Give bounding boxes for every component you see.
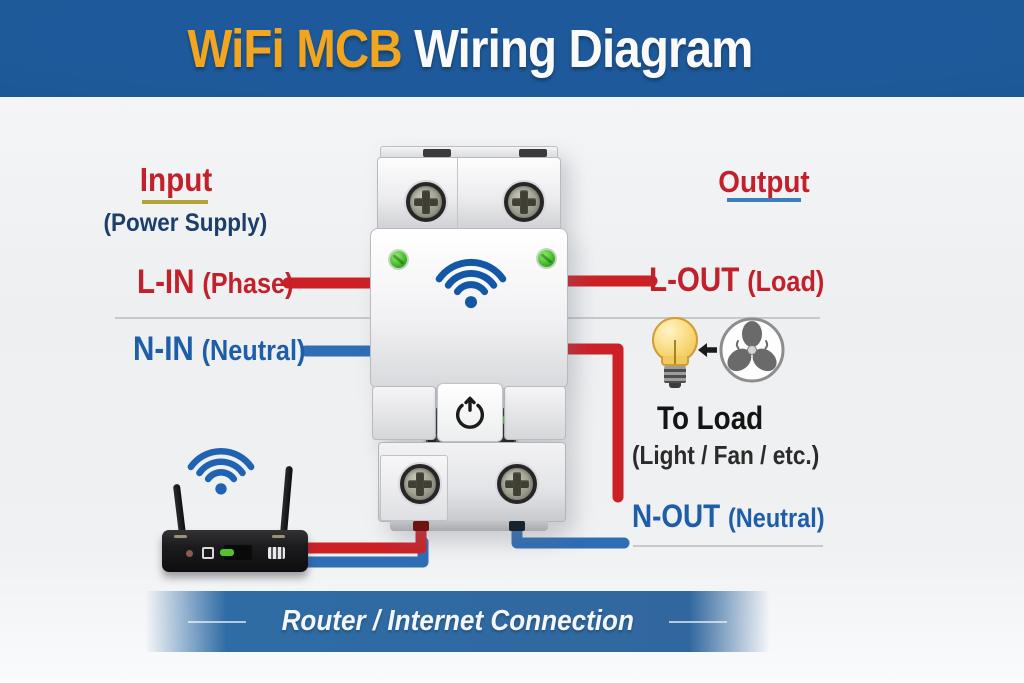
l-out-label-row: L-OUT(Load) bbox=[649, 261, 825, 299]
power-switch bbox=[437, 383, 503, 442]
device-output-terminal-block bbox=[378, 442, 566, 522]
router-body bbox=[162, 530, 308, 572]
l-out-label: L-OUT bbox=[649, 261, 740, 299]
n-out-sublabel: (Neutral) bbox=[727, 503, 825, 533]
router bbox=[160, 438, 312, 580]
device-wifi-icon bbox=[435, 258, 507, 309]
router-top-led-right bbox=[272, 535, 285, 538]
n-out-label-row: N-OUT(Neutral) bbox=[632, 498, 825, 534]
router-led-green bbox=[220, 549, 234, 556]
footer-dash-left bbox=[187, 620, 246, 623]
din-slot-right bbox=[519, 149, 547, 157]
to-load-subtitle: (Light / Fan / etc.) bbox=[632, 440, 820, 470]
light-bulb-icon bbox=[651, 316, 699, 394]
input-title-underline bbox=[142, 200, 208, 204]
input-screw-left-icon bbox=[406, 182, 446, 222]
wifi-mcb-device bbox=[368, 143, 570, 535]
bulb-base bbox=[664, 366, 686, 383]
din-slot-left bbox=[423, 149, 451, 157]
n-out-divider-line bbox=[633, 545, 823, 547]
l-in-label: L-IN bbox=[137, 263, 195, 301]
footer-dash-right bbox=[669, 620, 728, 623]
l-out-sublabel: (Load) bbox=[747, 266, 825, 298]
power-icon bbox=[455, 396, 485, 429]
n-in-label: N-IN bbox=[133, 330, 194, 368]
switch-wing-left bbox=[372, 386, 436, 440]
footer-label: Router / Internet Connection bbox=[281, 605, 634, 637]
n-in-label-row: N-IN(Neutral) bbox=[133, 330, 306, 368]
input-section-subtitle: (Power Supply) bbox=[103, 209, 268, 237]
status-led-right-icon bbox=[538, 250, 555, 267]
n-out-label: N-OUT bbox=[632, 498, 721, 534]
output-section-title: Output bbox=[718, 164, 810, 199]
switch-wing-right bbox=[504, 386, 566, 440]
left-arrow-icon bbox=[698, 343, 717, 357]
phase-terminal-slot bbox=[413, 521, 429, 531]
input-screw-right-icon bbox=[504, 182, 544, 222]
output-screw-left-icon bbox=[400, 464, 440, 504]
device-input-terminal-block bbox=[377, 157, 561, 231]
device-foot bbox=[390, 521, 548, 531]
router-top-led-left bbox=[174, 535, 187, 538]
router-port-square bbox=[202, 547, 214, 559]
wire-load-down bbox=[560, 343, 624, 503]
l-in-label-row: L-IN(Phase) bbox=[137, 263, 294, 301]
wire-n-out-neutral bbox=[511, 520, 630, 549]
input-section-title: Input bbox=[139, 161, 213, 198]
fan-icon bbox=[719, 317, 785, 383]
router-antenna-left bbox=[172, 483, 187, 537]
output-title-underline bbox=[727, 198, 801, 202]
neutral-terminal-slot bbox=[509, 521, 525, 531]
status-led-left-icon bbox=[390, 251, 407, 268]
l-in-sublabel: (Phase) bbox=[202, 268, 294, 300]
router-reset-dot bbox=[186, 550, 193, 557]
bulb-filament bbox=[674, 340, 676, 364]
router-port-black bbox=[224, 545, 252, 560]
page-title-highlight: WiFi MCB bbox=[187, 18, 402, 79]
output-screw-right-icon bbox=[497, 464, 537, 504]
terminal-seam bbox=[457, 158, 458, 230]
device-main-body bbox=[370, 228, 568, 454]
wire-router-phase bbox=[288, 520, 427, 554]
router-wifi-icon bbox=[187, 447, 255, 495]
n-in-sublabel: (Neutral) bbox=[201, 335, 306, 367]
bulb-nub bbox=[669, 383, 681, 388]
footer-banner: Router / Internet Connection bbox=[145, 591, 770, 652]
router-antenna-right bbox=[280, 465, 293, 535]
to-load-title: To Load bbox=[657, 400, 764, 436]
router-port-striped bbox=[268, 547, 285, 559]
page-title-rest: Wiring Diagram bbox=[414, 18, 753, 79]
